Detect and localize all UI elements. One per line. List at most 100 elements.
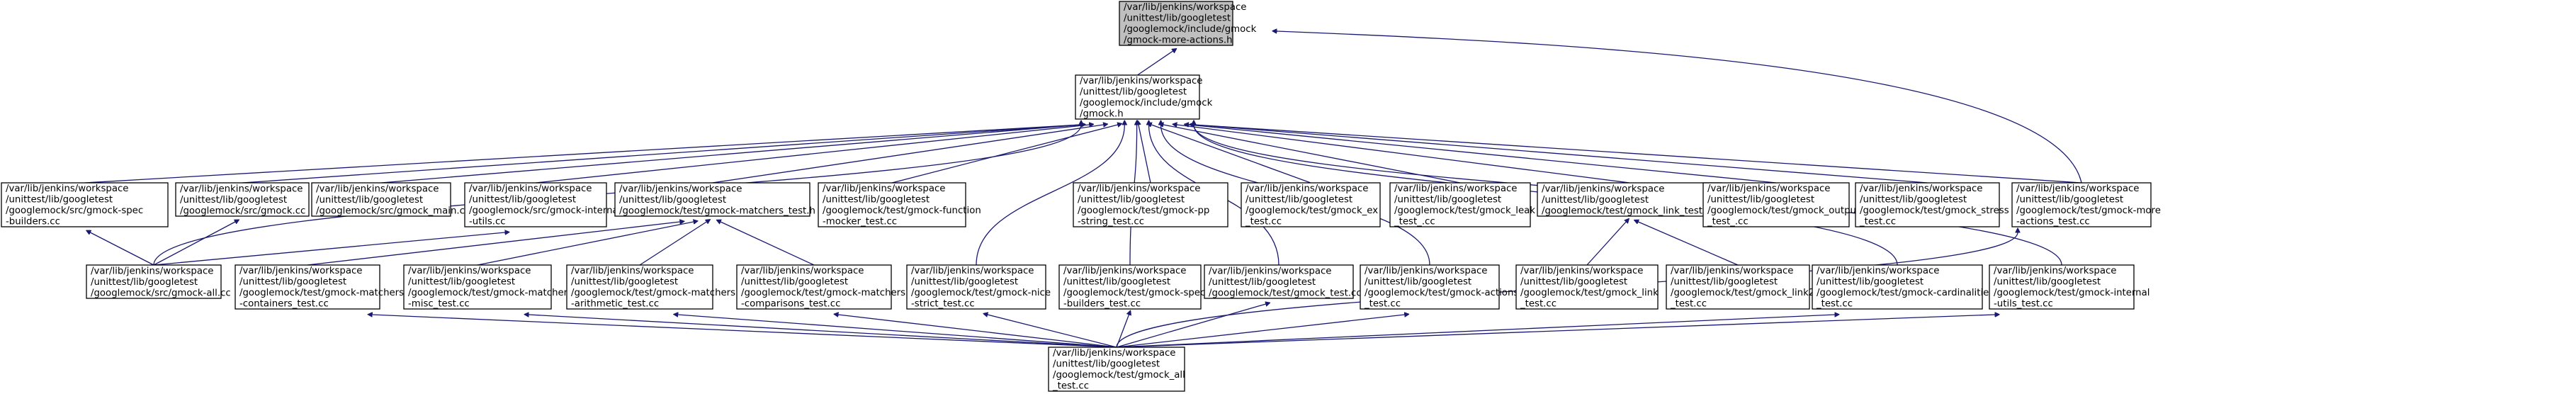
- node-box: [1812, 264, 1983, 310]
- node-label-line: /var/lib/jenkins/workspace: [2016, 184, 2139, 194]
- node-box: [1537, 182, 1722, 217]
- node-label-line: -actions_test.cc: [2016, 217, 2090, 227]
- node-label-line: /unittest/lib/googletest: [1520, 277, 1627, 288]
- node-label-line: /unittest/lib/googletest: [1542, 195, 1649, 206]
- graph-node-matchers-containers[interactable]: /var/lib/jenkins/workspace/unittest/lib/…: [235, 264, 404, 310]
- edge-gmock_h-to-pp_string: [1139, 125, 1151, 184]
- node-label-line: /gmock.h: [1080, 109, 1124, 120]
- node-box: [2011, 182, 2152, 227]
- edge-link_test_h-to-link_test: [1586, 222, 1626, 266]
- node-label-line: /googlemock/test/gmock_ex: [1245, 206, 1378, 216]
- edge-gmock_h-to-nice_strict: [976, 125, 1124, 266]
- node-label-line: _test.cc: [1052, 381, 1089, 392]
- edges-layer: [84, 31, 2082, 348]
- node-box: [1855, 182, 2000, 227]
- graph-node-matchers-arith[interactable]: /var/lib/jenkins/workspace/unittest/lib/…: [566, 264, 735, 310]
- edge-link_test_h-to-link2_test: [1638, 222, 1739, 266]
- edge-matchers_containers-to-gmock_all_test: [372, 315, 1117, 348]
- graph-node-cardinalities[interactable]: /var/lib/jenkins/workspace/unittest/lib/…: [1812, 264, 1994, 310]
- graph-node-gmock-stress[interactable]: /var/lib/jenkins/workspace/unittest/lib/…: [1855, 182, 2009, 227]
- graph-node-gmock-cc[interactable]: /var/lib/jenkins/workspace/unittest/lib/…: [175, 182, 310, 217]
- node-label-line: /unittest/lib/googletest: [1365, 277, 1471, 288]
- edge-cardinalities-to-gmock_all_test: [1116, 315, 1835, 348]
- graph-node-gmock-test[interactable]: /var/lib/jenkins/workspace/unittest/lib/…: [1204, 264, 1362, 299]
- node-label-line: /var/lib/jenkins/workspace: [1542, 184, 1664, 194]
- node-label-line: -mocker_test.cc: [823, 217, 897, 227]
- node-label-line: _test.cc: [1670, 299, 1707, 310]
- node-label-line: /var/lib/jenkins/workspace: [1994, 266, 2116, 276]
- graph-node-more-actions-test[interactable]: /var/lib/jenkins/workspace/unittest/lib/…: [2011, 182, 2161, 227]
- node-label-line: /var/lib/jenkins/workspace: [469, 184, 592, 194]
- node-label-line: /var/lib/jenkins/workspace: [1365, 266, 1487, 276]
- node-label-line: -utils_test.cc: [1994, 299, 2053, 310]
- node-box: [566, 264, 713, 310]
- edge-gmock_h-to-spec_builders_src: [84, 125, 1082, 184]
- graph-node-gmock-h[interactable]: /var/lib/jenkins/workspace/unittest/lib/…: [1075, 74, 1213, 120]
- graph-node-internal-utils-src[interactable]: /var/lib/jenkins/workspace/unittest/lib/…: [464, 182, 621, 227]
- node-label-line: /var/lib/jenkins/workspace: [619, 184, 742, 194]
- node-label-line: /googlemock/src/gmock-internal: [469, 206, 621, 216]
- graph-node-gmock-leak[interactable]: /var/lib/jenkins/workspace/unittest/lib/…: [1389, 182, 1535, 227]
- node-label-line: /googlemock/include/gmock: [1124, 24, 1257, 35]
- node-label-line: -builders.cc: [6, 217, 60, 227]
- node-label-line: /googlemock/src/gmock_main.cc: [316, 206, 470, 216]
- edge-root-to-more_actions_test: [1277, 31, 2082, 184]
- node-label-line: /googlemock/test/gmock_link2: [1671, 288, 1814, 298]
- node-label-line: /gmock-more-actions.h: [1124, 35, 1233, 46]
- graph-node-gmock-main[interactable]: /var/lib/jenkins/workspace/unittest/lib/…: [311, 182, 470, 217]
- node-label-line: /googlemock/test/gmock-function: [823, 206, 981, 216]
- node-label-line: /unittest/lib/googletest: [1707, 195, 1814, 206]
- graph-node-matchers-test-h[interactable]: /var/lib/jenkins/workspace/unittest/lib/…: [614, 182, 815, 217]
- graph-node-spec-builders-src[interactable]: /var/lib/jenkins/workspace/unittest/lib/…: [1, 182, 169, 227]
- graph-node-gmock-ex[interactable]: /var/lib/jenkins/workspace/unittest/lib/…: [1241, 182, 1381, 227]
- node-label-line: /var/lib/jenkins/workspace: [571, 266, 694, 276]
- edge-matchers_arith-to-gmock_all_test: [678, 315, 1117, 348]
- graph-node-spec-builders-test[interactable]: /var/lib/jenkins/workspace/unittest/lib/…: [1058, 264, 1205, 310]
- node-label-line: /var/lib/jenkins/workspace: [1078, 184, 1200, 194]
- edge-gmock_h-to-gmock_ex: [1151, 125, 1311, 184]
- node-label-line: /var/lib/jenkins/workspace: [1707, 184, 1830, 194]
- node-label-line: /googlemock/test/gmock_all: [1053, 370, 1185, 381]
- nodes-layer: /var/lib/jenkins/workspace/unittest/lib/…: [1, 1, 2161, 392]
- edge-gmock_cc-to-gmock_all_cc: [153, 222, 235, 266]
- graph-node-pp-string[interactable]: /var/lib/jenkins/workspace/unittest/lib/…: [1073, 182, 1228, 227]
- edge-matchers_test_h-to-matchers_arith: [639, 222, 706, 266]
- edge-gmock_h-to-function_mocker: [891, 125, 1118, 184]
- edge-actions_test-to-gmock_all_test: [1116, 315, 1405, 348]
- node-label-line: /googlemock/test/gmock-spec: [1063, 288, 1205, 298]
- edge-gmock_h-to-gmock_output: [1189, 125, 1777, 184]
- graph-node-function-mocker[interactable]: /var/lib/jenkins/workspace/unittest/lib/…: [818, 182, 981, 227]
- edge-matchers_test_h-to-matchers_containers: [307, 222, 680, 266]
- graph-node-gmock-all-cc[interactable]: /var/lib/jenkins/workspace/unittest/lib/…: [86, 264, 231, 299]
- graph-node-link-test-h[interactable]: /var/lib/jenkins/workspace/unittest/lib/…: [1537, 182, 1722, 217]
- graph-node-matchers-comp[interactable]: /var/lib/jenkins/workspace/unittest/lib/…: [736, 264, 905, 310]
- node-label-line: /unittest/lib/googletest: [1063, 277, 1170, 288]
- node-label-line: _test.cc: [1520, 299, 1557, 310]
- node-label-line: -arithmetic_test.cc: [571, 299, 659, 310]
- node-box: [1702, 182, 1850, 227]
- node-label-line: /googlemock/test/gmock_leak: [1394, 206, 1535, 216]
- graph-node-actions-test[interactable]: /var/lib/jenkins/workspace/unittest/lib/…: [1360, 264, 1518, 310]
- node-box: [1666, 264, 1810, 310]
- graph-node-matchers-misc[interactable]: /var/lib/jenkins/workspace/unittest/lib/…: [403, 264, 572, 310]
- node-label-line: /unittest/lib/googletest: [1209, 277, 1316, 288]
- node-label-line: /var/lib/jenkins/workspace: [6, 184, 128, 194]
- node-box: [464, 182, 607, 227]
- node-label-line: -string_test.cc: [1078, 217, 1144, 227]
- node-box: [1119, 1, 1233, 46]
- graph-node-internal-utils-test[interactable]: /var/lib/jenkins/workspace/unittest/lib/…: [1989, 264, 2150, 310]
- node-box: [1073, 182, 1228, 227]
- graph-node-link2-test[interactable]: /var/lib/jenkins/workspace/unittest/lib/…: [1666, 264, 1814, 310]
- graph-node-gmock-all-test[interactable]: /var/lib/jenkins/workspace/unittest/lib/…: [1048, 347, 1185, 392]
- node-box: [614, 182, 810, 217]
- graph-node-link-test[interactable]: /var/lib/jenkins/workspace/unittest/lib/…: [1515, 264, 1659, 310]
- node-box: [1058, 264, 1202, 310]
- edge-gmock_h-to-matchers_test_h: [712, 125, 1104, 184]
- node-label-line: /var/lib/jenkins/workspace: [911, 266, 1034, 276]
- node-label-line: /googlemock/test/gmock-internal: [1994, 288, 2150, 298]
- graph-node-root[interactable]: /var/lib/jenkins/workspace/unittest/lib/…: [1119, 1, 1257, 46]
- graph-node-gmock-output[interactable]: /var/lib/jenkins/workspace/unittest/lib/…: [1702, 182, 1860, 227]
- graph-node-nice-strict[interactable]: /var/lib/jenkins/workspace/unittest/lib/…: [906, 264, 1051, 310]
- node-label-line: /googlemock/test/gmock_output: [1707, 206, 1860, 216]
- edge-gmock_h-to-gmock_leak: [1163, 125, 1461, 184]
